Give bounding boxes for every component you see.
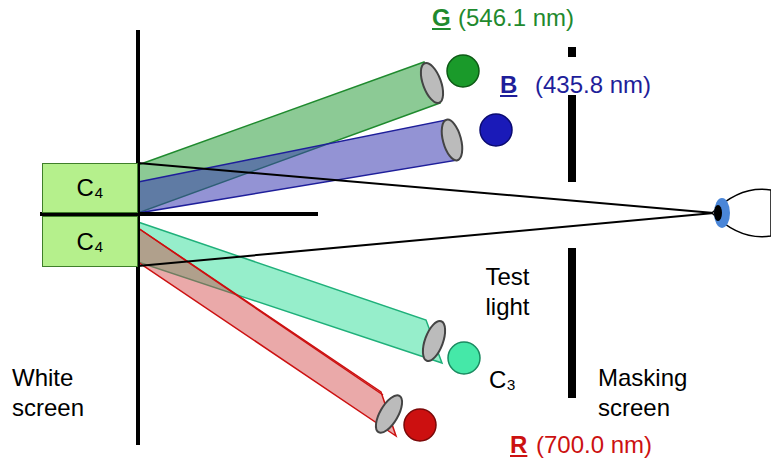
eye (712, 189, 771, 237)
sight-line (138, 163, 714, 213)
lamp-label: C₃ (489, 365, 516, 395)
blue-lamp (480, 114, 512, 146)
pupil (714, 205, 722, 221)
masking-screen (568, 248, 576, 398)
red-lamp (404, 409, 436, 441)
lamp-letter: B (500, 70, 517, 100)
screen-label: Masking screen (598, 363, 738, 423)
masking-screen (568, 47, 576, 57)
screen-label: White screen (12, 363, 122, 423)
test-light-label: Test light (470, 262, 545, 322)
red-beam-edge (138, 228, 383, 395)
field-label: C₄ (76, 174, 103, 202)
wavelength: (435.8 nm) (535, 70, 651, 100)
lens (438, 117, 466, 162)
color-field-box: C₄ (42, 163, 138, 213)
wavelength: (700.0 nm) (536, 430, 652, 460)
masking-screen (568, 95, 576, 182)
lamp-letter: G (432, 3, 451, 33)
lens (416, 60, 447, 106)
green-lamp (447, 55, 479, 87)
lens (418, 318, 449, 364)
sight-line (138, 213, 714, 266)
red-beam (138, 228, 396, 436)
color-field-box: C₄ (42, 216, 138, 267)
field-label: C₄ (76, 228, 103, 256)
lamp-letter: R (510, 430, 527, 460)
iris (714, 198, 730, 228)
test-lamp (448, 342, 480, 374)
lens (371, 391, 408, 436)
wavelength: (546.1 nm) (458, 3, 574, 33)
